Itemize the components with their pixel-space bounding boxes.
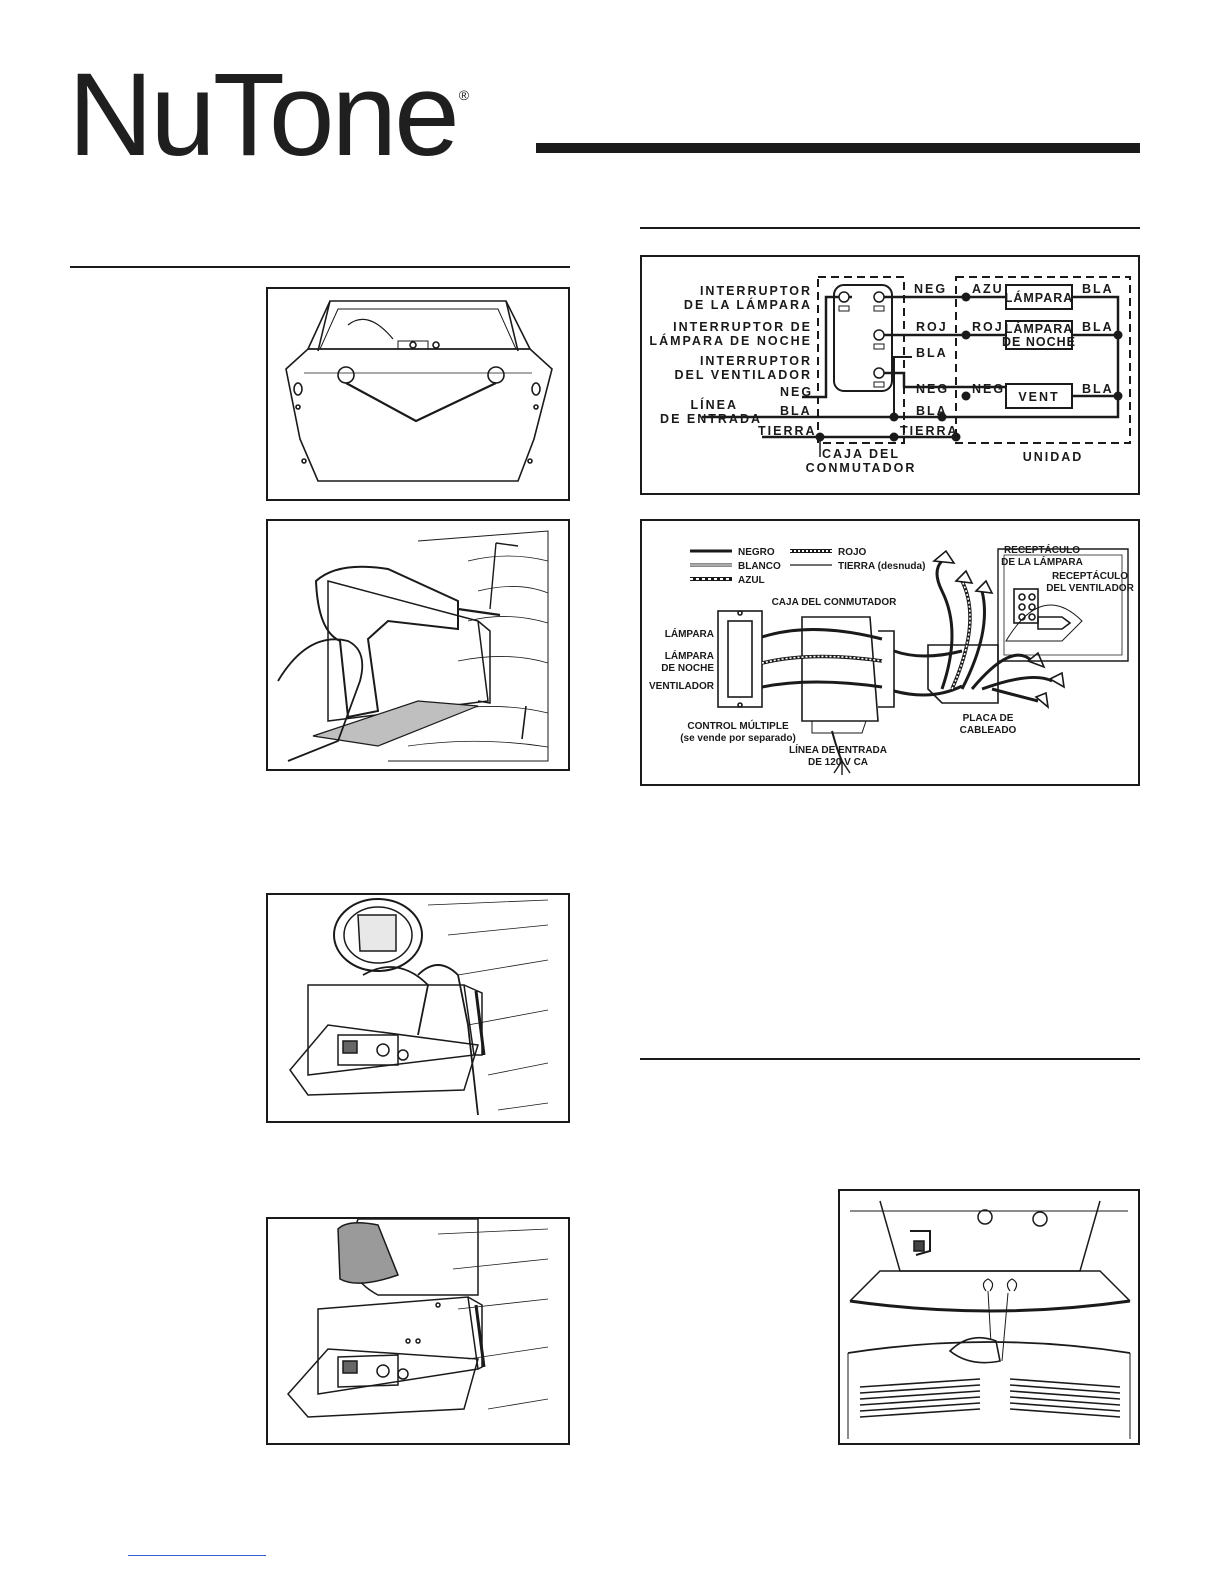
figure-housing-knockouts <box>266 287 570 501</box>
label-line-in-2: DE ENTRADA <box>660 412 762 426</box>
label-wiring-plate-1: PLACA DE <box>963 713 1014 724</box>
group-switch-box-label-2: CONMUTADOR <box>806 461 917 475</box>
wire-label-azu: AZU <box>972 282 1004 296</box>
label-lamp-switch-1: INTERRUPTOR <box>700 284 812 298</box>
legend-negro: NEGRO <box>738 547 775 558</box>
label-night-lamp-1: LÁMPARA <box>665 649 714 662</box>
duct-attached-illustration <box>287 1219 549 1418</box>
lamp-component <box>1005 284 1073 310</box>
label-multi-control-1: CONTROL MÚLTIPLE <box>687 719 789 732</box>
wire-label-neg-1: NEG <box>914 282 947 296</box>
vent-component <box>1005 383 1073 409</box>
label-fan-switch-2: DEL VENTILADOR <box>675 368 813 382</box>
label-fan: VENTILADOR <box>649 681 715 692</box>
wire-label-tierra-2: TIERRA <box>900 424 959 438</box>
label-line-in-1: LÍNEA DE ENTRADA <box>789 743 887 756</box>
wire-label-neg-in: NEG <box>780 385 813 399</box>
drill-illustration <box>277 530 549 762</box>
component-lamp-label: LÁMPARA <box>1005 290 1074 305</box>
label-lamp-receptacle-2: DE LA LÁMPARA <box>1001 555 1083 568</box>
housing-illustration <box>285 300 553 482</box>
label-lamp-receptacle-1: RECEPTÁCULO <box>1004 543 1080 556</box>
label-line-in-2: DE 120 V CA <box>808 757 868 768</box>
figure-drill-mounting <box>266 519 570 771</box>
fan-receptacle <box>1037 616 1072 630</box>
night-lamp-component <box>1005 320 1073 350</box>
right-section-rule-bottom <box>640 1058 1140 1060</box>
left-section-rule <box>70 266 570 268</box>
lamp-receptacle <box>1013 588 1039 624</box>
wire-label-bla-3: BLA <box>1082 282 1114 296</box>
right-section-rule-top <box>640 227 1140 229</box>
wire-label-roj-2: ROJ <box>972 320 1004 334</box>
figure-duct-connector <box>266 893 570 1123</box>
group-unit-label: UNIDAD <box>1023 450 1084 464</box>
label-night-switch-2: LA LÁMPARA DE NOCHE <box>642 333 812 348</box>
component-night-lamp-label-1: LÁMPARA <box>1005 321 1074 336</box>
wire-label-bla-4: BLA <box>1082 320 1114 334</box>
label-switch-box: CAJA DEL CONMUTADOR <box>772 597 898 608</box>
wire-label-bla-1: BLA <box>916 346 948 360</box>
figure-grille-attachment <box>838 1189 1140 1445</box>
wire-label-bla-in: BLA <box>780 404 812 418</box>
label-lamp-switch-2: DE LA LÁMPARA <box>684 297 812 312</box>
header-rule <box>536 143 1140 153</box>
legend-blanco: BLANCO <box>738 561 781 572</box>
multi-control-switch <box>717 610 763 708</box>
wire-label-bla-2: BLA <box>916 404 948 418</box>
grille-illustration <box>847 1200 1131 1439</box>
wire-label-tierra-in: TIERRA <box>758 424 817 438</box>
switch-box-outline <box>817 276 905 444</box>
label-fan-receptacle-2: DEL VENTILADOR <box>1046 583 1134 594</box>
legend-azul: AZUL <box>738 575 765 586</box>
wiring-plate <box>927 644 999 704</box>
switch-body <box>833 284 893 392</box>
group-switch-box-label-1: CAJA DEL <box>822 447 900 461</box>
figure-wiring-schematic: INTERRUPTOR DE LA LÁMPARA INTERRUPTOR DE… <box>640 255 1140 495</box>
legend-tierra: TIERRA (desnuda) <box>838 561 925 572</box>
label-fan-switch-1: INTERRUPTOR <box>700 354 812 368</box>
label-night-lamp-2: DE NOCHE <box>661 663 714 674</box>
wire-label-neg-2: NEG <box>916 382 949 396</box>
label-lamp: LÁMPARA <box>665 627 714 640</box>
switch-box <box>801 616 879 722</box>
wire-label-neg-3: NEG <box>972 382 1005 396</box>
figure-wiring-pictorial: NEGRO BLANCO AZUL ROJO TIERRA (desnuda) <box>640 519 1140 786</box>
duct-connector-illustration <box>289 898 549 1116</box>
label-line-in-1: LÍNEA <box>691 397 739 412</box>
footer-link-underline[interactable] <box>128 1555 266 1556</box>
figure-duct-attached <box>266 1217 570 1445</box>
label-multi-control-2: (se vende por separado) <box>680 733 796 744</box>
label-night-switch-1: INTERRUPTOR DE <box>673 320 812 334</box>
brand-name: NuTone <box>68 49 460 181</box>
label-fan-receptacle-1: RECEPTÁCULO <box>1052 569 1128 582</box>
wiring-pictorial: NEGRO BLANCO AZUL ROJO TIERRA (desnuda) <box>649 543 1135 775</box>
component-vent-label: VENT <box>1018 390 1059 404</box>
component-night-lamp-label-2: DE NOCHE <box>1002 335 1076 349</box>
legend-rojo: ROJO <box>838 547 867 558</box>
wire-label-bla-5: BLA <box>1082 382 1114 396</box>
wire-label-roj-1: ROJ <box>916 320 948 334</box>
wiring-schematic: INTERRUPTOR DE LA LÁMPARA INTERRUPTOR DE… <box>642 276 1131 475</box>
label-wiring-plate-2: CABLEADO <box>960 725 1017 736</box>
registered-mark: ® <box>458 87 470 103</box>
brand-logo: NuTone® <box>68 56 470 174</box>
